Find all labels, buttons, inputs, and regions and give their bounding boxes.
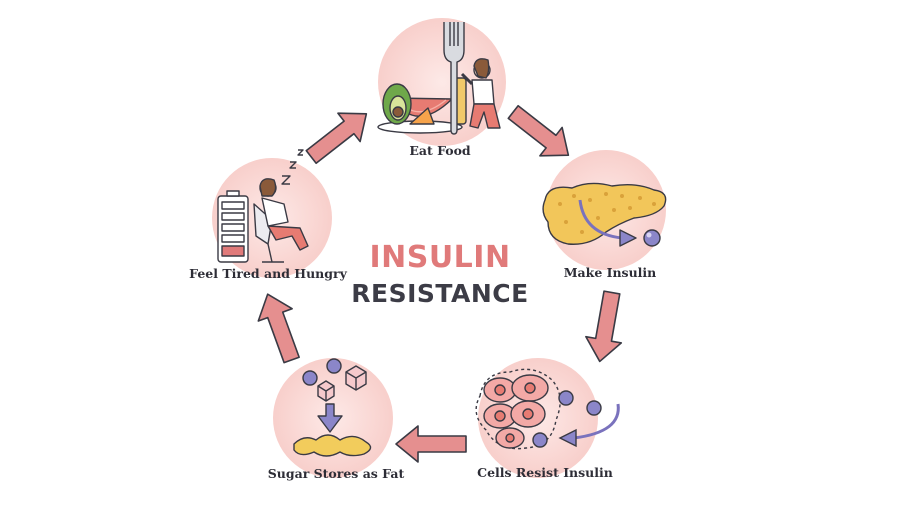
sugar-fat-illustration	[293, 358, 372, 457]
step-label-cells-resist-insulin: Cells Resist Insulin	[477, 465, 613, 480]
fat-blob-icon	[293, 434, 372, 457]
arrow-cells-to-sugar	[395, 425, 467, 463]
sleep-z-icon	[281, 149, 304, 185]
eat-food-illustration	[377, 22, 501, 135]
step-label-eat-food: Eat Food	[409, 143, 471, 158]
battery-icon	[217, 190, 249, 263]
arrow-make-to-cells	[585, 290, 623, 363]
insulin-molecule	[302, 370, 318, 386]
step-label-feel-tired-and-hungry: Feel Tired and Hungry	[189, 266, 347, 281]
tired-illustration	[217, 149, 309, 263]
step-label-sugar-stores-as-fat: Sugar Stores as Fat	[267, 466, 405, 481]
step-label-make-insulin: Make Insulin	[563, 265, 657, 280]
down-arrow	[317, 403, 343, 433]
insulin-molecule	[326, 358, 342, 374]
cycle-arrows	[257, 104, 623, 463]
cells-icon	[475, 368, 620, 450]
sugar-cube-icon	[317, 365, 367, 402]
arrow-eat-to-make	[507, 104, 570, 157]
arrow-tired-to-eat	[305, 112, 368, 165]
arrow-sugar-to-tired	[257, 293, 300, 364]
pancreas-icon	[542, 182, 667, 247]
title-line-insulin: INSULIN	[369, 240, 511, 275]
title-line-resistance: RESISTANCE	[351, 279, 529, 308]
